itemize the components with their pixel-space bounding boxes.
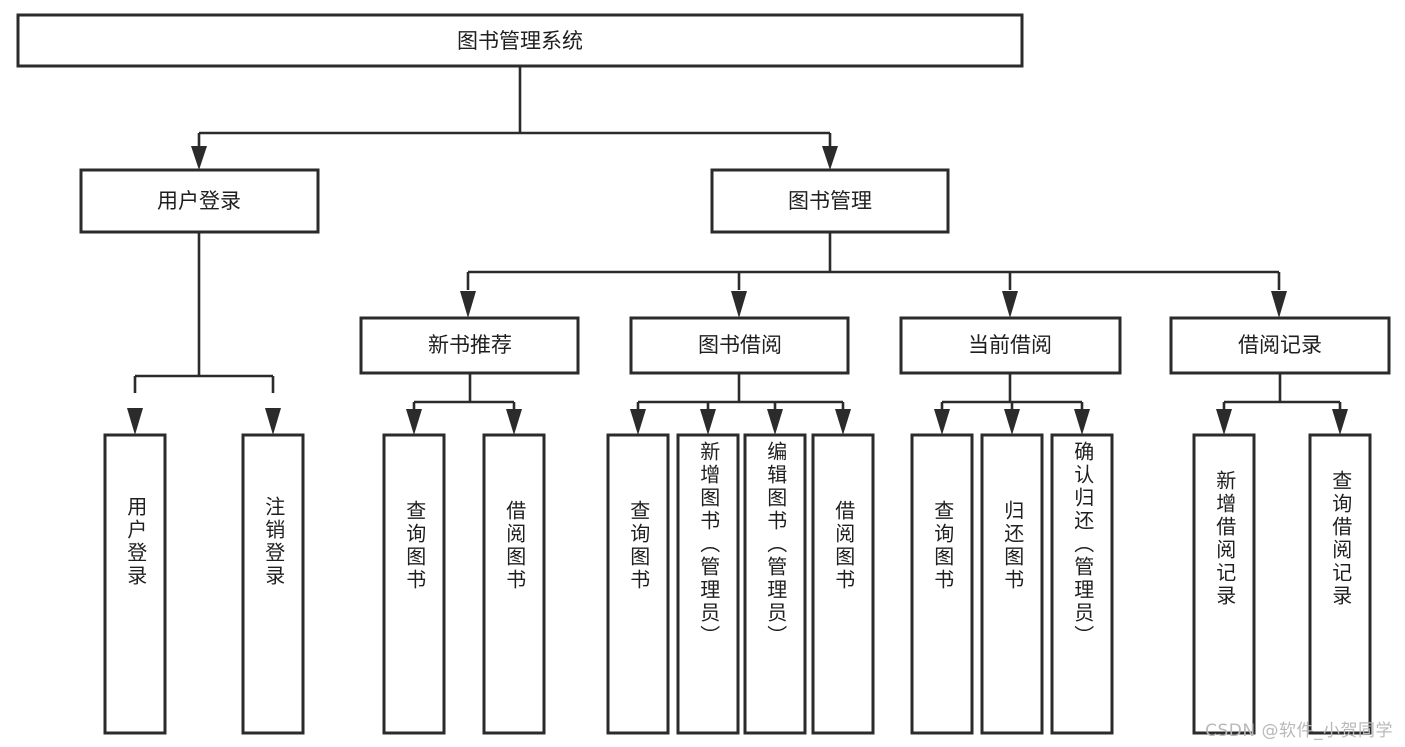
connector-newbook-to-leaves xyxy=(406,373,522,435)
leaf-bb-query-book[interactable] xyxy=(606,433,670,735)
label-root-book-system: 图书管理系统 xyxy=(457,29,583,53)
leaf-cb-confirm-return[interactable] xyxy=(1050,433,1114,735)
arrow-head-nb-borrow xyxy=(506,409,522,435)
node-book-management[interactable] xyxy=(710,168,950,234)
leaf-cb-return-book[interactable] xyxy=(980,433,1044,735)
leaf-nb-query-book[interactable] xyxy=(382,433,446,735)
connector-userlogin-to-leaves xyxy=(127,232,281,435)
arrow-head-bb-edit xyxy=(767,409,783,435)
arrow-head-bb-borrow xyxy=(835,409,851,435)
label-user-login: 用户登录 xyxy=(157,189,241,213)
leaf-bb-borrow-book[interactable] xyxy=(811,433,875,735)
arrow-head-book-borrow xyxy=(731,291,747,318)
arrow-head-br-query xyxy=(1332,409,1348,435)
arrow-head-leaf-logout xyxy=(265,408,281,435)
leaf-cb-query-book[interactable] xyxy=(910,433,974,735)
arrow-head-cb-return xyxy=(1004,409,1020,435)
leaf-nb-borrow-book[interactable] xyxy=(482,433,546,735)
label-book-borrow: 图书借阅 xyxy=(698,333,782,357)
arrow-head-leaf-user-login xyxy=(127,408,143,435)
arrow-head-cb-confirm xyxy=(1074,409,1090,435)
connector-bookmanage-to-level3 xyxy=(460,232,1287,318)
node-current-borrow[interactable] xyxy=(899,316,1122,375)
leaf-user-login[interactable] xyxy=(103,433,167,735)
node-root-book-system[interactable] xyxy=(16,13,1024,68)
connector-borrowrecord-to-leaves xyxy=(1216,373,1348,435)
arrow-head-bb-add xyxy=(700,409,716,435)
label-new-book-recommend: 新书推荐 xyxy=(428,333,512,357)
node-borrow-record[interactable] xyxy=(1169,316,1391,375)
leaf-br-add-record[interactable] xyxy=(1192,433,1256,735)
connector-currentborrow-to-leaves xyxy=(934,373,1090,435)
leaf-logout[interactable] xyxy=(241,433,305,735)
arrow-head-cb-query xyxy=(934,409,950,435)
label-current-borrow: 当前借阅 xyxy=(968,333,1052,357)
connector-root-to-level2 xyxy=(191,66,838,170)
connector-bookborrow-to-leaves xyxy=(630,373,851,435)
arrow-head-book-manage xyxy=(822,146,838,170)
leaf-bb-edit-book[interactable] xyxy=(743,433,807,735)
leaf-bb-add-book[interactable] xyxy=(676,433,740,735)
arrow-head-current-borrow xyxy=(1002,291,1018,318)
label-borrow-record: 借阅记录 xyxy=(1238,333,1322,357)
node-new-book-recommend[interactable] xyxy=(359,316,580,375)
node-book-borrow[interactable] xyxy=(629,316,850,375)
arrow-head-user-login xyxy=(191,146,207,170)
csdn-watermark: CSDN @软件_小贺同学 xyxy=(1205,721,1393,741)
arrow-head-new-book xyxy=(460,291,476,318)
arrow-head-nb-query xyxy=(406,409,422,435)
arrow-head-borrow-record xyxy=(1271,291,1287,318)
leaf-br-query-record[interactable] xyxy=(1308,433,1372,735)
arrow-head-br-add xyxy=(1216,409,1232,435)
label-book-management: 图书管理 xyxy=(788,189,872,213)
arrow-head-bb-query xyxy=(630,409,646,435)
